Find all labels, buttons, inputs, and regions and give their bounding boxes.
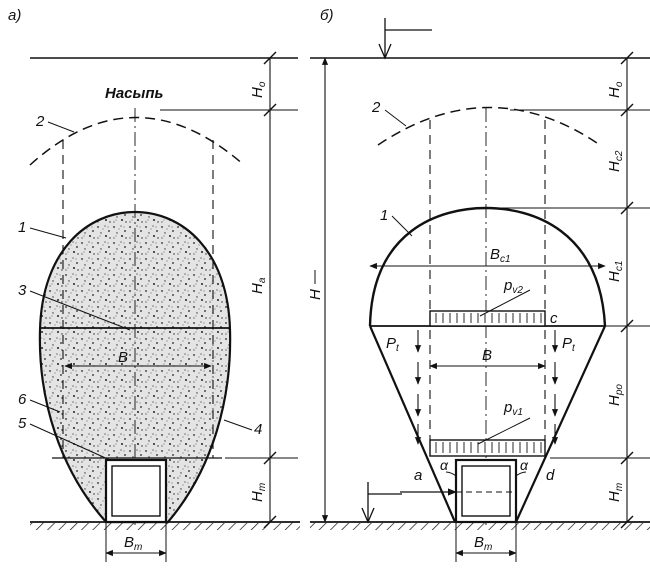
b-hpo-label: Hpo (606, 384, 625, 406)
pv1-label: pv1 (503, 399, 523, 418)
b-hc1-label: Hc1 (606, 261, 625, 282)
point-d: d (546, 467, 555, 484)
b-arch-dome (368, 206, 607, 327)
callout-5: 5 (18, 415, 27, 432)
b-total-h-label: H (307, 289, 324, 300)
alpha-right: α (520, 457, 529, 473)
pt-left-label: Pt (386, 335, 400, 354)
b-ground-hatch (310, 523, 650, 530)
ground-hatch (30, 523, 300, 530)
point-c: c (550, 310, 558, 327)
callout-3: 3 (18, 282, 27, 299)
pipe-box-inner (111, 465, 161, 517)
b-h0-label: Hо (606, 81, 625, 98)
ha-label: Hа (249, 277, 268, 294)
b-funnel-left (368, 325, 457, 523)
bt-label: Bт (124, 534, 142, 553)
panel-a-tag: а) (8, 7, 21, 24)
panel-b-tag: б) (320, 7, 333, 24)
pv2-label: pv2 (503, 277, 523, 296)
panel-b: б) Bc1 pv (307, 7, 650, 562)
b-callout-1: 1 (380, 207, 388, 224)
b-pipe-box-inner (461, 465, 511, 517)
callout-6: 6 (18, 391, 27, 408)
callout-1: 1 (18, 219, 26, 236)
bc1-label: Bc1 (490, 246, 511, 265)
panel-a: а) B Bт (8, 7, 300, 562)
point-a: a (414, 467, 422, 484)
b-bt-label: Bт (474, 534, 492, 553)
b-funnel-right (514, 325, 607, 523)
callout-2: 2 (35, 113, 45, 130)
h0-label: Hо (249, 81, 268, 98)
pressure-arch-dashed (29, 116, 245, 166)
ht-label: Hт (249, 483, 268, 502)
b-hc2-label: Hc2 (606, 150, 625, 172)
load-pv1-band (429, 439, 546, 457)
b-label: B (118, 349, 128, 366)
pt-right-label: Pt (562, 335, 576, 354)
b-callout-2: 2 (371, 99, 381, 116)
embankment-title: Насыпь (105, 85, 163, 102)
callout-4: 4 (254, 421, 262, 438)
b-ht-label: Hт (606, 483, 625, 502)
b-b-label: B (482, 347, 492, 364)
alpha-left: α (440, 457, 449, 473)
b-pressure-arch-dashed (377, 106, 601, 146)
load-pv2-band (429, 310, 546, 327)
